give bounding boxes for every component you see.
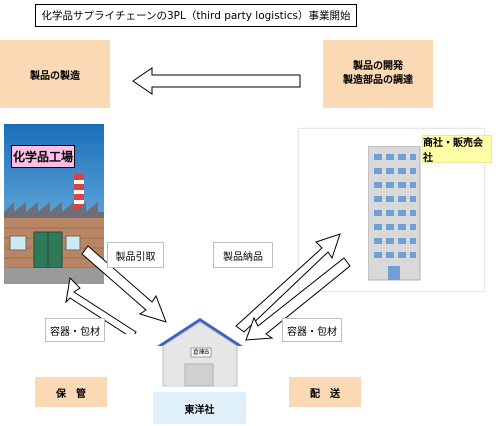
pickup-label-box: 製品引取 — [107, 242, 164, 268]
warehouse-sign: 倉庫B — [190, 348, 212, 358]
trading-company-label-box: 商社・販売会社 — [422, 135, 492, 164]
company-name-box: 東洋社 — [153, 392, 246, 424]
trading-company-label: 商社・販売会社 — [423, 138, 483, 164]
warehouse-sign-label: 倉庫B — [192, 349, 210, 356]
delivery-goods-label: 製品納品 — [223, 251, 263, 263]
left-flow-arrows — [65, 245, 167, 334]
storage-label: 保 管 — [56, 388, 86, 400]
factory-sign-label: 化学品工場 — [12, 150, 73, 164]
containers-right-label-box: 容器・包材 — [282, 318, 342, 342]
containers-right-label: 容器・包材 — [287, 326, 337, 338]
containers-left-label: 容器・包材 — [50, 326, 100, 338]
storage-box: 保 管 — [35, 377, 107, 407]
supply-flow-arrow — [132, 67, 301, 95]
delivery-goods-label-box: 製品納品 — [213, 242, 273, 268]
development-box: 製品の開発 製造部品の調達 — [323, 40, 433, 108]
development-label-line1: 製品の開発 — [353, 61, 403, 72]
office-building-illustration — [368, 146, 421, 281]
manufacturing-label: 製品の製造 — [30, 70, 80, 82]
warehouse-illustration — [157, 318, 243, 387]
delivery-label: 配 送 — [310, 388, 340, 400]
manufacturing-box: 製品の製造 — [0, 40, 110, 108]
development-label-line2: 製造部品の調達 — [343, 75, 413, 86]
factory-sign: 化学品工場 — [11, 145, 75, 168]
company-name-label: 東洋社 — [184, 404, 215, 416]
pickup-label: 製品引取 — [115, 251, 156, 263]
delivery-box: 配 送 — [289, 377, 361, 407]
right-flow-arrows — [235, 233, 351, 341]
containers-left-label-box: 容器・包材 — [45, 318, 105, 342]
diagram-title: 化学品サプライチェーンの3PL（third party logistics）事業… — [35, 4, 357, 27]
